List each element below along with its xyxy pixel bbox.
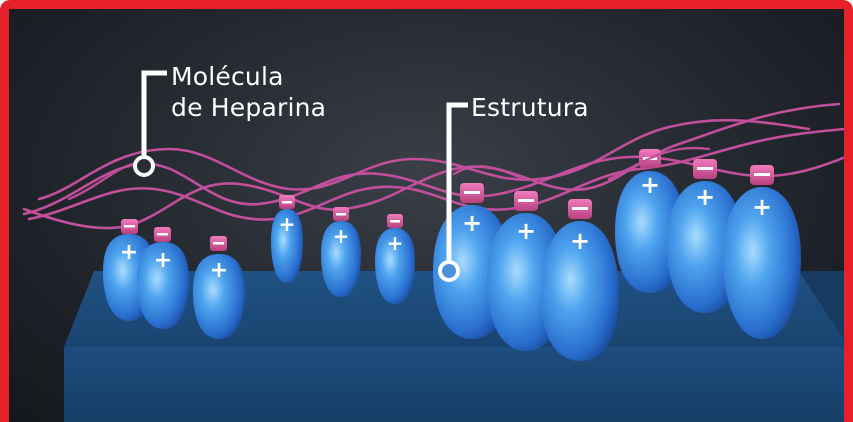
positive-charge-label: + xyxy=(570,227,590,255)
capsule: + xyxy=(375,214,415,304)
heparin-molecule-label: Molécula de Heparina xyxy=(171,61,326,123)
positive-charge-label: + xyxy=(516,217,536,245)
positive-charge-label: + xyxy=(387,231,404,255)
positive-charge-label: + xyxy=(333,224,350,248)
positive-charge-label: + xyxy=(154,248,172,273)
positive-charge-label: + xyxy=(695,183,715,211)
positive-charge-label: + xyxy=(210,258,228,283)
positive-charge-label: + xyxy=(640,171,660,199)
structure-label: Estrutura xyxy=(471,92,589,123)
positive-charge-label: + xyxy=(752,193,772,221)
heparin-label-line-2: de Heparina xyxy=(171,92,326,123)
capsule: + xyxy=(541,199,619,361)
capsule: + xyxy=(723,165,801,339)
heparin-label-line-1: Molécula xyxy=(171,61,326,92)
positive-charge-label: + xyxy=(279,212,296,236)
pointer-heparina xyxy=(133,73,167,177)
capsule: + xyxy=(271,195,303,283)
positive-charge-label: + xyxy=(462,209,482,237)
positive-charge-label: + xyxy=(120,240,138,265)
capsule: + xyxy=(193,236,245,339)
capsule: + xyxy=(321,207,361,297)
heparin-structure-illustration: + + + + xyxy=(9,9,853,422)
